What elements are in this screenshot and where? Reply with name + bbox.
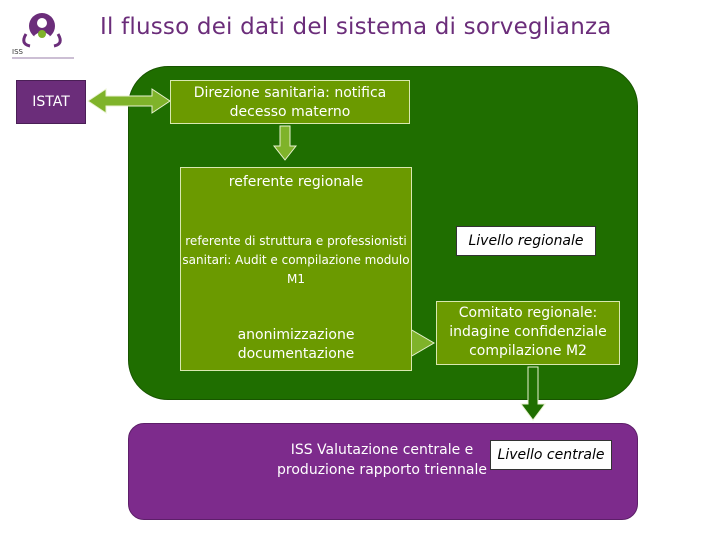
comitato-text: Comitato regionale: indagine confidenzia… (449, 305, 607, 359)
referente-struttura-text: referente di struttura e professionisti … (182, 234, 410, 286)
direzione-down-arrow (272, 125, 298, 161)
iss-logo: ISS (8, 6, 78, 62)
direzione-text: Direzione sanitaria: notifica decesso ma… (193, 85, 387, 120)
page-title: Il flusso dei dati del sistema di sorveg… (100, 14, 612, 40)
referente-regionale-title: referente regionale (228, 174, 364, 190)
comitato-iss-arrow (520, 366, 546, 421)
logo-graphic: ISS (12, 13, 74, 59)
logo-text: ISS (12, 48, 24, 56)
livello-centrale-tag: Livello centrale (490, 440, 612, 470)
istat-direzione-arrow (87, 88, 171, 114)
livello-regionale-label: Livello regionale (468, 233, 584, 249)
livello-centrale-label: Livello centrale (497, 447, 605, 463)
iss-text: ISS Valutazione centrale e produzione ra… (277, 442, 487, 478)
istat-box: ISTAT (16, 80, 86, 124)
direzione-sanitaria-box: Direzione sanitaria: notifica decesso ma… (170, 80, 410, 124)
comitato-regionale-box: Comitato regionale: indagine confidenzia… (436, 301, 620, 365)
istat-label: ISTAT (32, 94, 70, 110)
central-level-region (128, 423, 638, 520)
livello-regionale-tag: Livello regionale (456, 226, 596, 256)
anonimizzazione-text: anonimizzazione documentazione (237, 327, 355, 362)
referente-regionale-box: referente regionale referente di struttu… (180, 167, 412, 371)
